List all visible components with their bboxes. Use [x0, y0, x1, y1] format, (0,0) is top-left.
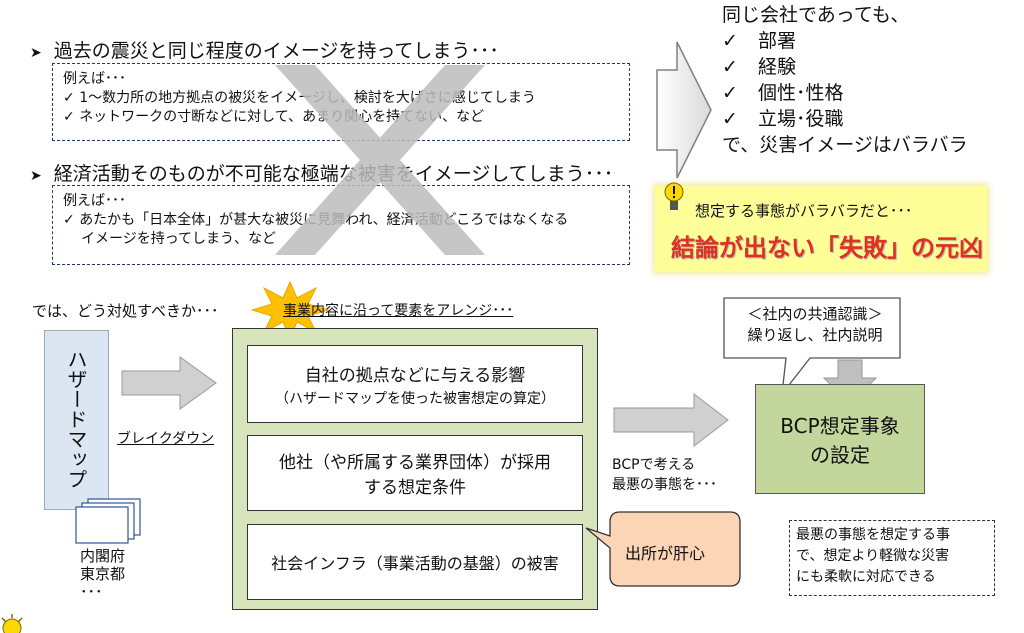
check-icon: ✓ — [722, 56, 738, 78]
failure-panel-headline: 結論が出ない「失敗」の元凶 — [671, 234, 983, 262]
bcp-scenario-box: BCP想定事象 の設定 — [755, 384, 925, 494]
callout-origin-text: 出所が肝心 — [625, 544, 706, 563]
check-icon: ✓ — [63, 90, 80, 106]
callout-common-shape — [723, 297, 901, 397]
source-item: ･･･ — [80, 583, 103, 601]
failure-panel: 想定する事態がバラバラだと･･･ 結論が出ない「失敗」の元凶 — [655, 186, 987, 272]
variation-item: ✓部署 — [722, 30, 797, 52]
bullet-past-quake: ➤過去の震災と同じ程度のイメージを持ってしまう･･･ — [30, 40, 499, 62]
source-item: 東京都 — [80, 565, 126, 583]
note-box: 最悪の事態を想定する事 で、想定より軽微な災害 にも柔軟に対応できる — [789, 520, 995, 596]
lightbulb-icon — [664, 182, 684, 210]
check-icon: ✓ — [722, 82, 738, 104]
question-text: では、どう対処すべきか･･･ — [32, 302, 219, 320]
example-lead: 例えば･･･ — [63, 193, 126, 209]
hazard-map-box: ハザードマップ — [44, 330, 109, 510]
breakdown-label: ブレイクダウン — [117, 431, 215, 447]
variation-intro: 同じ会社であっても、 — [722, 4, 910, 26]
check-icon: ✓ — [63, 212, 80, 228]
triangle-bullet-icon: ➤ — [30, 168, 42, 184]
starburst-label: 事業内容に沿って要素をアレンジ･･･ — [283, 303, 514, 319]
callout-common-text: ＜社内の共通認識＞ 繰り返し、社内説明 — [747, 305, 883, 344]
variation-item: ✓個性･性格 — [722, 82, 844, 104]
callout-origin-shape — [585, 511, 741, 587]
breakdown-arrow-icon — [121, 356, 217, 410]
to-bcp-arrow-icon — [613, 392, 729, 448]
bullet-extreme-damage: ➤経済活動そのものが不可能な極端な被害をイメージしてしまう･･･ — [30, 163, 614, 185]
variation-list: 同じ会社であっても、 ✓部署 ✓経験 ✓個性･性格 ✓立場･役職 で、災害イメー… — [722, 2, 968, 158]
variation-item: ✓立場･役職 — [722, 108, 844, 130]
check-icon: ✓ — [722, 30, 738, 52]
right-arrow-icon — [656, 41, 712, 179]
factor-box-infrastructure: 社会インフラ（事業活動の基盤）の被害 — [247, 524, 583, 600]
example-lead: 例えば･･･ — [63, 71, 126, 87]
big-x-cross-icon — [275, 65, 485, 255]
source-item: 内閣府 — [80, 547, 126, 565]
factor-box-other-companies: 他社（や所属する業界団体）が採用 する想定条件 — [247, 435, 583, 511]
failure-panel-lead: 想定する事態がバラバラだと･･･ — [695, 202, 913, 220]
example-line: ✓ ネットワークの寸断などに対して、あまり関心を持てない、など — [63, 109, 485, 125]
source-list: 内閣府 東京都 ･･･ — [80, 547, 125, 601]
bcp-caption: BCPで考える 最悪の事態を･･･ — [612, 457, 717, 493]
check-icon: ✓ — [63, 109, 80, 125]
check-icon: ✓ — [722, 108, 738, 130]
triangle-bullet-icon: ➤ — [30, 45, 42, 61]
example-line: イメージを持ってしまう、など — [81, 231, 277, 247]
lightbulb-icon — [1, 614, 23, 633]
factor-box-own-sites: 自社の拠点などに与える影響 （ハザードマップを使った被害想定の算定） — [247, 345, 583, 423]
documents-icon — [75, 498, 141, 544]
hazard-map-label: ハザードマップ — [64, 349, 88, 489]
variation-outro: で、災害イメージはバラバラ — [722, 134, 968, 156]
variation-item: ✓経験 — [722, 56, 797, 78]
